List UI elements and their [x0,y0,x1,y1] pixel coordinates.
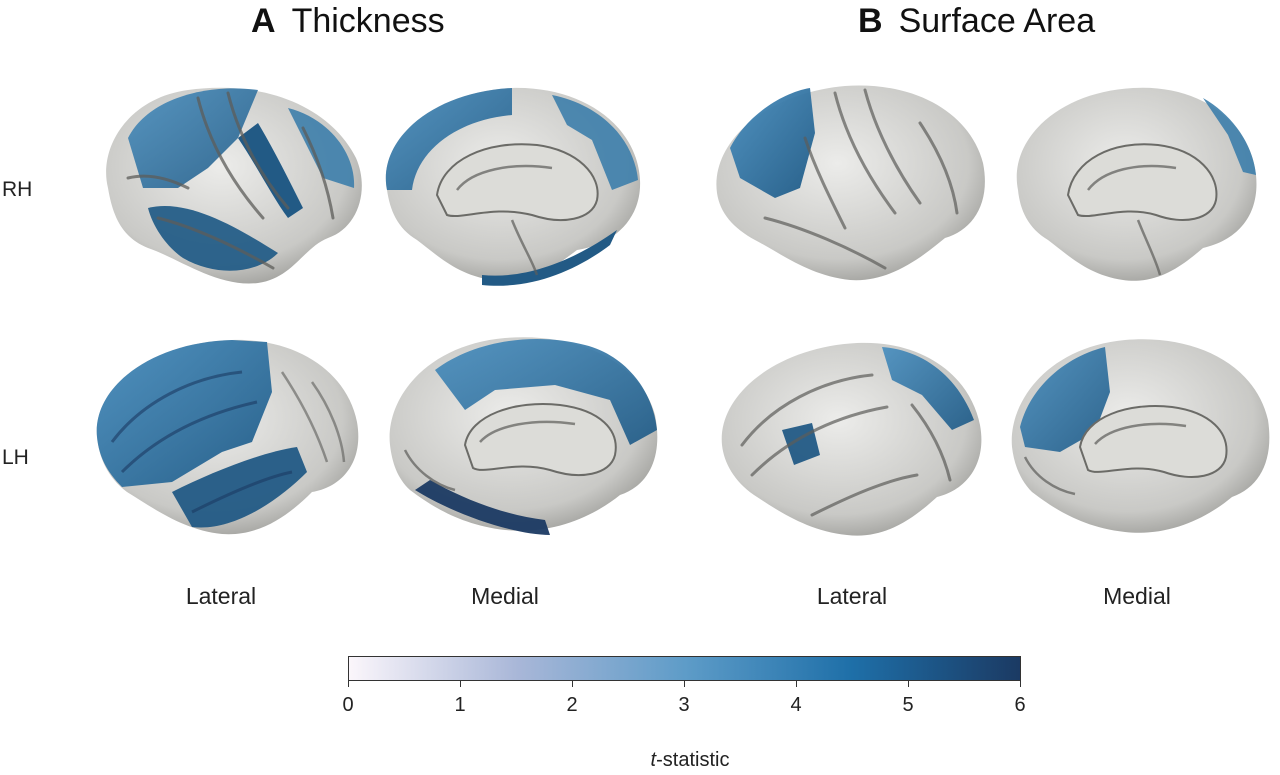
view-label-thickness-lateral: Lateral [185,583,257,609]
colorbar-tick-label: 0 [342,694,354,716]
colorbar-tick-label: 3 [678,694,690,716]
panel-title-a: A Thickness [251,2,445,41]
panel-letter-a: A [251,2,276,40]
row-label-lh: LH [2,446,29,469]
panel-title-b: B Surface Area [858,2,1095,41]
colorbar-tick-label: 2 [566,694,578,716]
colorbar-tick [460,681,461,687]
colorbar-tick-label: 4 [790,694,802,716]
brain-thickness-lh-lateral [96,339,359,535]
colorbar-tick [796,681,797,687]
colorbar-tick [1020,681,1021,687]
brain-thickness-lh-medial [389,337,658,535]
colorbar-tick-label: 1 [454,694,466,716]
colorbar-tick [684,681,685,687]
colorbar-tick-label: 6 [1014,694,1026,716]
brain-thickness-rh-lateral [106,87,362,284]
brain-thickness-rh-medial [385,87,641,286]
brain-surface-lh-medial [1011,339,1270,533]
colorbar [348,656,1021,681]
brain-surface-rh-medial [1016,87,1257,281]
brain-surface-lh-lateral [721,342,982,536]
colorbar-tick-label: 5 [902,694,914,716]
colorbar-label: t-statistic [540,749,840,772]
colorbar-label-t: t [650,749,657,771]
colorbar-label-rest: -statistic [656,749,730,771]
colorbar-tick [908,681,909,687]
view-label-surface-lateral: Lateral [816,583,888,609]
panel-title-text-b: Surface Area [898,2,1096,40]
row-label-rh: RH [2,178,33,201]
panel-letter-b: B [858,2,883,40]
view-label-surface-medial: Medial [1103,583,1171,609]
panel-title-text-a: Thickness [291,2,445,40]
colorbar-tick [572,681,573,687]
colorbar-tick [348,681,349,687]
view-label-thickness-medial: Medial [471,583,539,609]
brain-surface-rh-lateral [716,85,985,281]
